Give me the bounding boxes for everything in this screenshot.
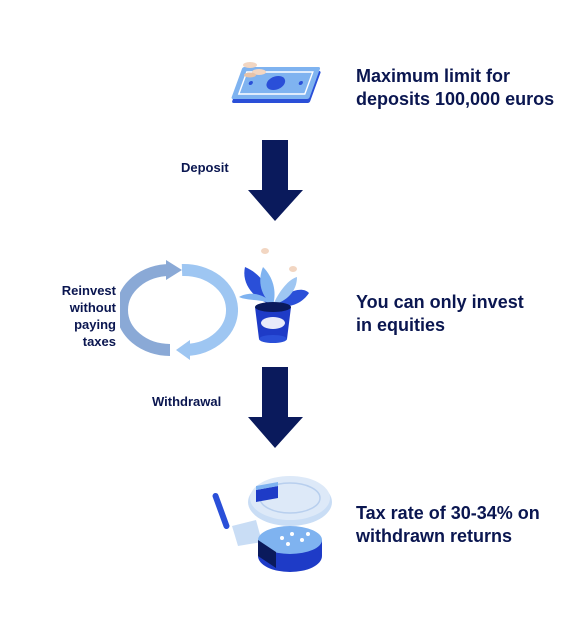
banknote-with-coins-icon [225,55,325,110]
reinvest-line2: without [69,300,116,315]
deposit-limit-line1: Maximum limit for [356,66,511,86]
reinvest-label: Reinvest without paying taxes [50,282,116,350]
deposit-limit-text: Maximum limit for deposits 100,000 euros [356,65,554,111]
invest-line2: in equities [356,315,446,335]
deposit-label: Deposit [181,160,229,175]
cake-slice-icon [212,468,337,580]
reinvest-line3: paying taxes [74,317,116,349]
invest-line1: You can only invest [356,292,524,312]
withdrawal-down-arrow-icon [248,367,304,449]
tax-text: Tax rate of 30-34% on withdrawn returns [356,502,540,548]
cycle-arrows-icon [120,258,238,362]
deposit-limit-line2: deposits 100,000 euros [356,89,555,109]
deposit-down-arrow-icon [248,140,304,222]
invest-text: You can only invest in equities [356,291,524,337]
plant-in-pot-icon [235,245,313,353]
reinvest-line1: Reinvest [61,283,116,298]
withdrawal-label: Withdrawal [152,394,222,409]
tax-line1: Tax rate of 30-34% on [356,503,540,523]
tax-line2: withdrawn returns [356,526,513,546]
